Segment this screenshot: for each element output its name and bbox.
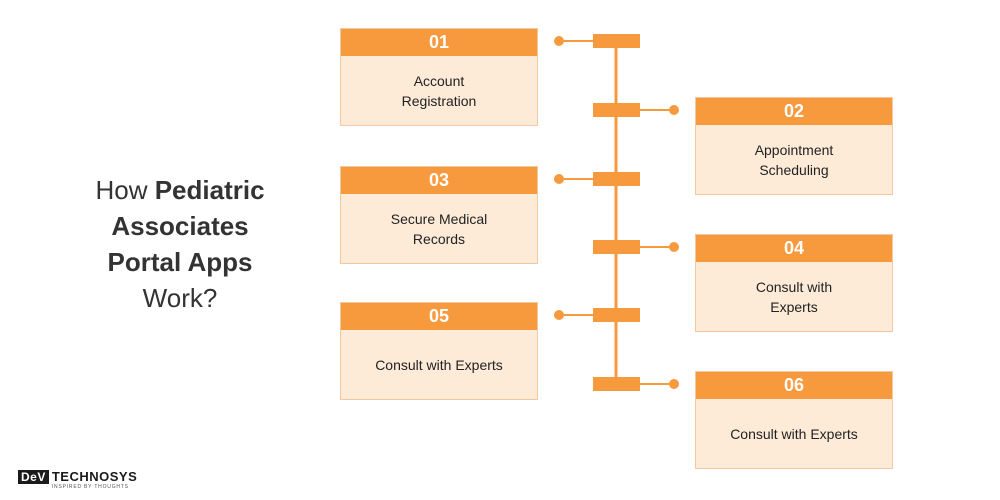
connector-dot-06: [669, 379, 679, 389]
step-label: Consult with Experts: [375, 357, 503, 373]
diagram-title: How Pediatric Associates Portal Apps Wor…: [60, 172, 300, 316]
connector-dot-02: [669, 105, 679, 115]
brand-logo: DeV TECHNOSYS INSPIRED BY THOUGHTS: [18, 470, 137, 492]
connector-dot-01: [554, 36, 564, 46]
connector-bar-04: [593, 240, 640, 254]
connector-bar-06: [593, 377, 640, 391]
step-label: Consult with Experts: [755, 279, 833, 315]
step-number: 04: [696, 235, 892, 262]
step-card-01: 01 Account Registration: [340, 28, 538, 126]
connector-dot-03: [554, 174, 564, 184]
step-number: 02: [696, 98, 892, 125]
step-card-06: 06 Consult with Experts: [695, 371, 893, 469]
step-label: Consult with Experts: [730, 426, 858, 442]
step-label: Appointment Scheduling: [754, 142, 834, 178]
step-label: Account Registration: [401, 73, 477, 109]
step-card-04: 04 Consult with Experts: [695, 234, 893, 332]
connector-dot-05: [554, 310, 564, 320]
connector-bar-01: [593, 34, 640, 48]
step-number: 01: [341, 29, 537, 56]
title-suffix: Work?: [142, 283, 218, 313]
connector-dot-04: [669, 242, 679, 252]
logo-mark: DeV: [18, 470, 49, 484]
connector-bar-03: [593, 172, 640, 186]
step-card-03: 03 Secure Medical Records: [340, 166, 538, 264]
title-bold-2: Associates: [111, 211, 249, 241]
step-number: 03: [341, 167, 537, 194]
connector-bar-05: [593, 308, 640, 322]
logo-name: TECHNOSYS: [51, 469, 138, 484]
step-card-02: 02 Appointment Scheduling: [695, 97, 893, 195]
connector-bar-02: [593, 103, 640, 117]
title-bold-3: Portal Apps: [107, 247, 253, 277]
logo-tagline: INSPIRED BY THOUGHTS: [51, 484, 129, 490]
title-prefix: How: [95, 175, 148, 205]
step-number: 06: [696, 372, 892, 399]
step-number: 05: [341, 303, 537, 330]
step-label: Secure Medical Records: [390, 211, 488, 247]
title-bold-1: Pediatric: [154, 175, 265, 205]
step-card-05: 05 Consult with Experts: [340, 302, 538, 400]
